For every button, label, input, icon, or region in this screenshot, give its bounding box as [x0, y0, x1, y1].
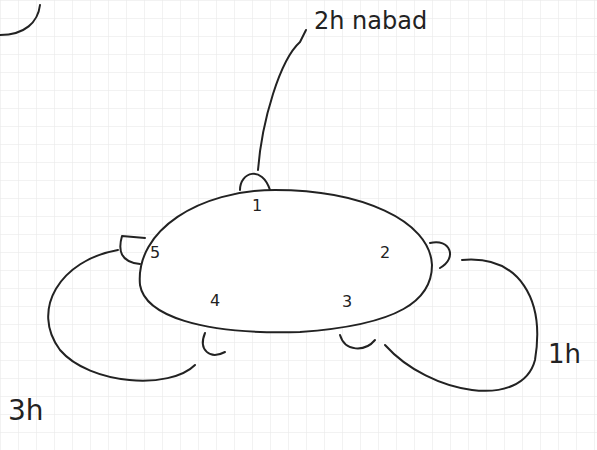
- leader-line: [258, 30, 306, 170]
- port-bump: [203, 333, 225, 355]
- callout-number: 5: [150, 244, 160, 262]
- port-bump: [120, 236, 145, 264]
- dome-body: [140, 190, 432, 332]
- duration-label: 1h: [548, 340, 581, 369]
- callout-number: 1: [252, 197, 262, 215]
- note-label: 2h nabad: [314, 8, 427, 34]
- cable-loop: [385, 260, 537, 391]
- port-bump: [430, 242, 450, 268]
- callout-number: 3: [342, 293, 352, 311]
- duration-label: 3h: [8, 396, 44, 427]
- page-arc: [0, 5, 40, 35]
- port-bump: [240, 174, 270, 190]
- port-bump: [340, 335, 375, 348]
- callout-number: 4: [210, 292, 220, 310]
- callout-number: 2: [380, 244, 390, 262]
- cable-loop: [48, 250, 195, 381]
